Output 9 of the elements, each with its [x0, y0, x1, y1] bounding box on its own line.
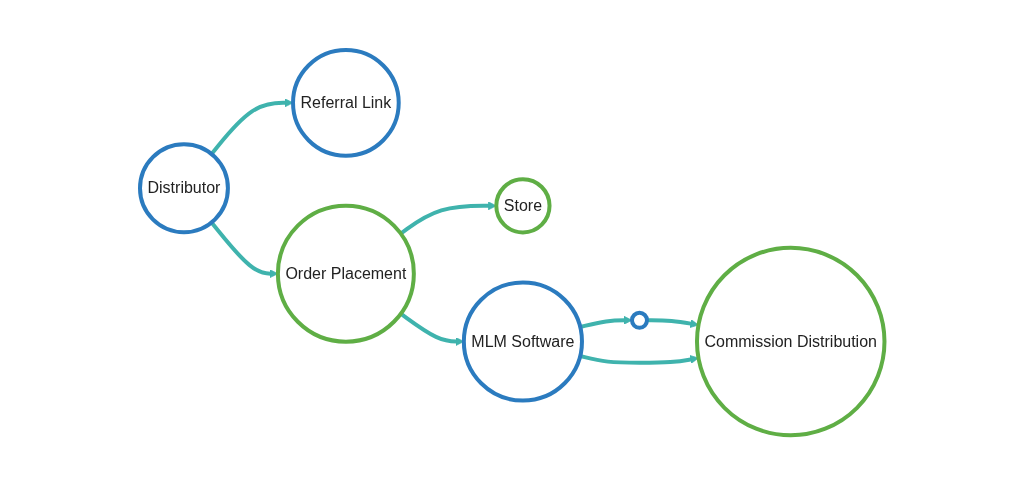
node-circle: Order Placement [275, 204, 416, 344]
arrow [646, 318, 699, 329]
node-circle: MLM Software [461, 280, 584, 403]
node-circle: Distributor [137, 142, 230, 235]
node-circle: Commission Distribution [694, 246, 887, 438]
node-circle: Referral Link [290, 48, 401, 159]
arrow [579, 316, 633, 330]
node-circle: Store [494, 177, 552, 235]
node-circle [629, 311, 649, 331]
